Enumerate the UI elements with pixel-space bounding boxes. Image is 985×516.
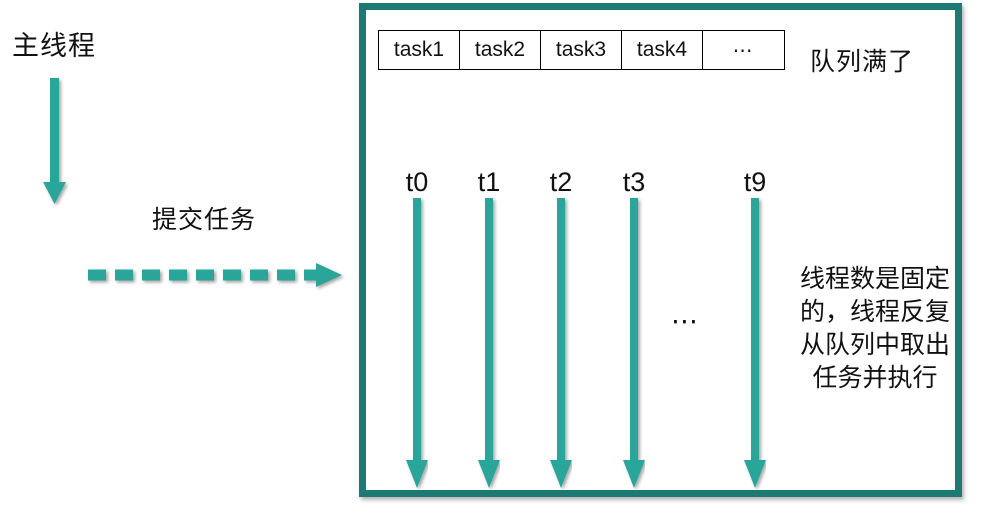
queue-full-label: 队列满了 — [810, 48, 915, 76]
thread-label-t3: t3 — [622, 167, 646, 197]
thread-label-t0: t0 — [405, 167, 429, 197]
thread-pool-note: 线程数是固定 的，线程反复 从队列中取出 任务并执行 — [788, 263, 962, 395]
note-line: 的，线程反复 — [799, 298, 950, 326]
thread-ellipsis: ⋯ — [671, 306, 701, 336]
thread-label-t9: t9 — [743, 167, 767, 197]
queue-cell[interactable]: task1 — [379, 31, 460, 69]
submit-task-arrow — [88, 263, 342, 287]
note-line: 任务并执行 — [812, 364, 938, 392]
note-line: 线程数是固定 — [799, 265, 950, 293]
thread-label-t2: t2 — [549, 167, 573, 197]
main-thread-label: 主线程 — [12, 31, 96, 61]
queue-cell-overflow: ⋯ — [732, 39, 755, 62]
main-thread-arrow — [43, 78, 66, 204]
thread-arrow-t0 — [406, 198, 428, 488]
submit-task-label: 提交任务 — [152, 206, 257, 234]
queue-cell[interactable]: task3 — [541, 31, 622, 69]
note-line: 从队列中取出 — [799, 331, 950, 359]
thread-arrow-t9 — [744, 198, 766, 488]
thread-arrow-t3 — [623, 198, 645, 488]
thread-pool-frame — [359, 3, 962, 497]
thread-arrow-t1 — [478, 198, 500, 488]
queue-cell[interactable]: task2 — [460, 31, 541, 69]
task-queue: task1 task2 task3 task4 ⋯ — [378, 30, 785, 70]
thread-arrow-t2 — [550, 198, 572, 488]
thread-label-t1: t1 — [477, 167, 501, 197]
queue-cell[interactable]: task4 — [622, 31, 703, 69]
